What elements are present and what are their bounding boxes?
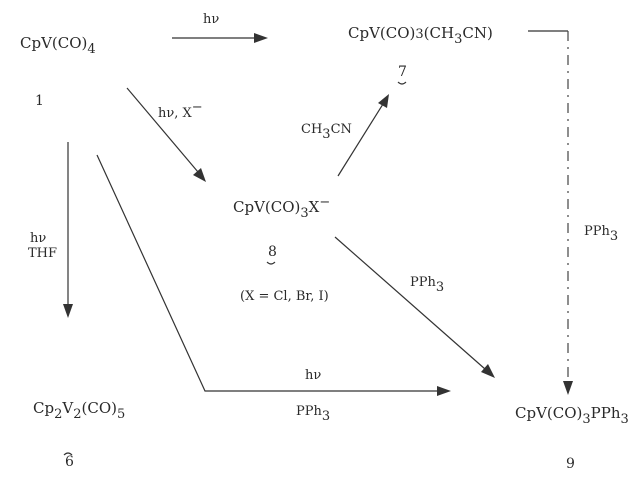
compound-1-formula: CpV(CO)4 bbox=[20, 34, 96, 57]
compound-1-number: 1 bbox=[35, 93, 44, 109]
condition-8-to-9: PPh3 bbox=[410, 275, 444, 295]
condition-1-to-6-line2: THF bbox=[28, 246, 57, 261]
condition-1-to-9-below: PPh3 bbox=[296, 404, 330, 424]
arrow-8-to-9 bbox=[334, 236, 486, 370]
arrowhead-1-to-6 bbox=[63, 304, 73, 318]
compound-7-formula: CpV(CO)3(CH3CN) bbox=[348, 24, 493, 47]
condition-1-to-9-above: hν bbox=[305, 368, 321, 383]
arrowhead-1-to-7 bbox=[254, 33, 268, 43]
arrow-1-to-8 bbox=[126, 87, 199, 173]
arrowhead-8-to-7 bbox=[378, 94, 389, 108]
compound-8-number: 8 bbox=[268, 244, 277, 260]
arrowhead-1-to-9 bbox=[437, 386, 451, 396]
condition-7-to-9: PPh3 bbox=[584, 224, 618, 244]
arrowhead-8-to-9 bbox=[481, 364, 495, 378]
arrowhead-1-to-8 bbox=[193, 168, 206, 182]
condition-1-to-7: hν bbox=[203, 12, 219, 27]
compound-7-tilde bbox=[397, 81, 407, 85]
condition-1-to-6-line1: hν bbox=[30, 231, 46, 246]
compound-6-tilde bbox=[63, 452, 73, 456]
compound-9-formula: CpV(CO)3PPh3 bbox=[515, 404, 629, 427]
compound-6-formula: Cp2V2(CO)5 bbox=[33, 399, 125, 422]
compound-7-number: 7 bbox=[398, 64, 407, 80]
arrowhead-7-to-9 bbox=[563, 381, 573, 395]
compound-8-tilde bbox=[266, 261, 276, 265]
arrow-8-to-7 bbox=[337, 103, 384, 177]
compound-9-number: 9 bbox=[566, 456, 575, 472]
condition-8-to-7: CH3CN bbox=[301, 122, 352, 142]
arrow-1-to-9 bbox=[96, 154, 437, 392]
halide-note: (X = Cl, Br, I) bbox=[240, 289, 329, 304]
compound-8-formula: CpV(CO)3X− bbox=[233, 195, 330, 221]
condition-1-to-8: hν, X− bbox=[158, 100, 203, 121]
compound-6-number: 6 bbox=[65, 454, 74, 470]
